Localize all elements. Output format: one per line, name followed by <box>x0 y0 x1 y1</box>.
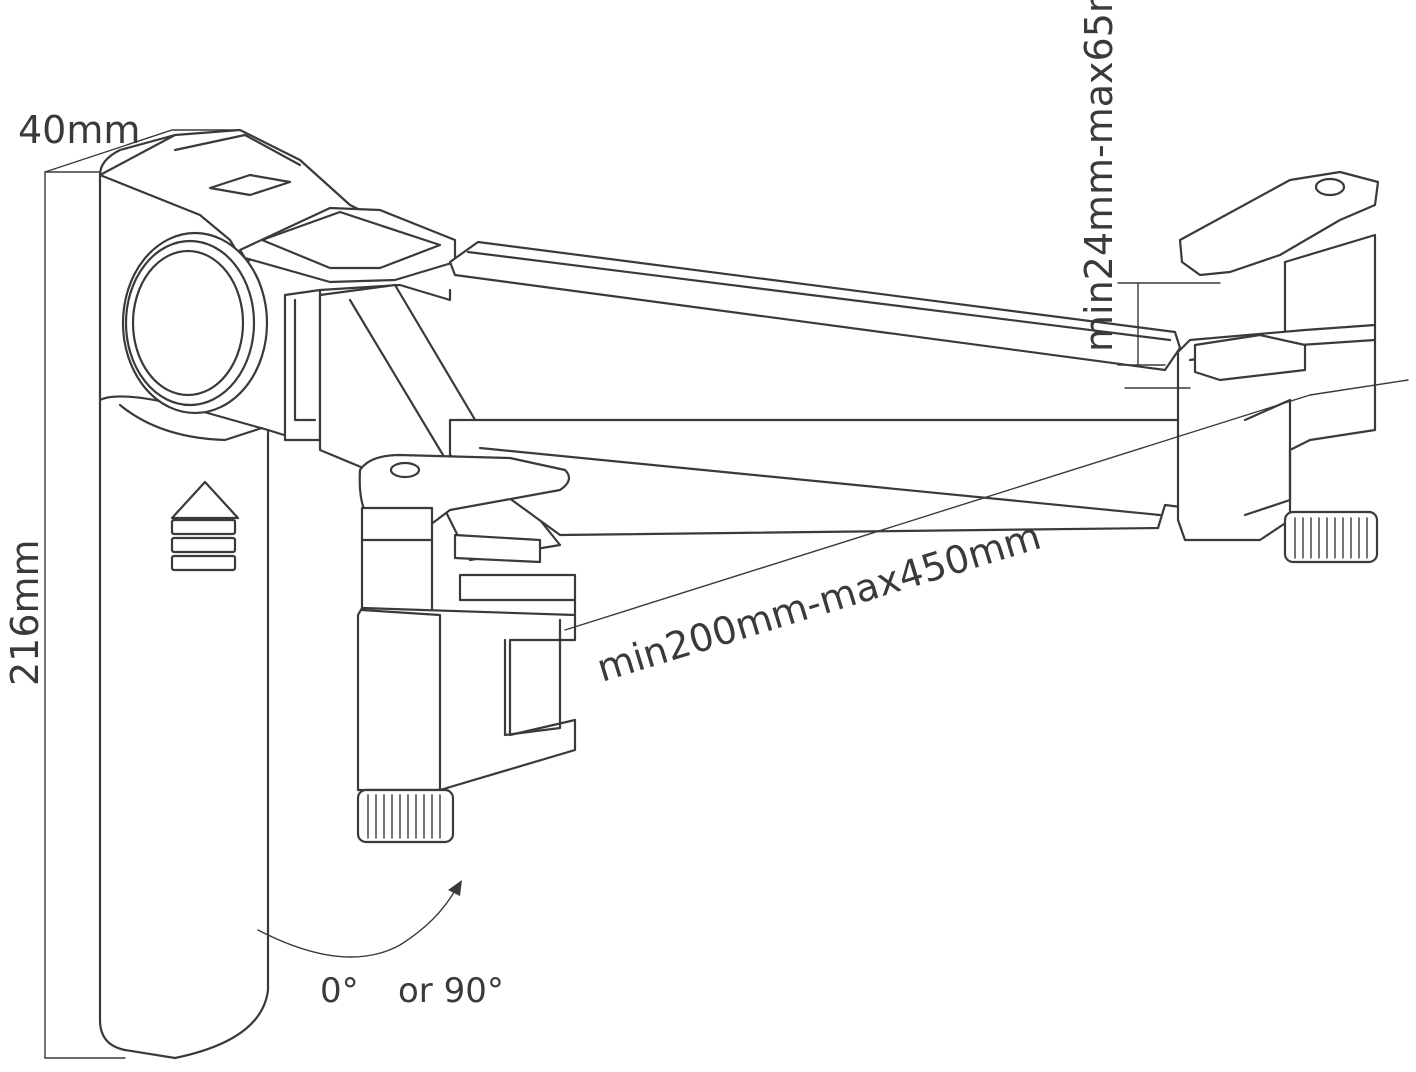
right-clamp <box>1176 170 1380 564</box>
angle-0-label: 0° <box>320 971 359 1011</box>
dimension-lines <box>44 129 1409 1059</box>
rotation-arrow <box>257 880 462 958</box>
width-label: 40mm <box>18 108 140 152</box>
angle-90-label: or 90° <box>398 971 504 1011</box>
left-knob-icon <box>356 788 455 844</box>
right-knob-icon <box>1283 510 1379 564</box>
upper-arm <box>448 240 1182 372</box>
reach-label: min200mm-max450mm <box>592 514 1046 691</box>
height-label: 216mm <box>3 539 47 686</box>
clamp-label: min24mm-max65mm <box>1077 0 1121 352</box>
pivot-knob <box>118 231 269 442</box>
left-clamp <box>356 453 577 844</box>
up-arrow-icon <box>170 480 240 572</box>
hinge-block <box>238 206 457 442</box>
